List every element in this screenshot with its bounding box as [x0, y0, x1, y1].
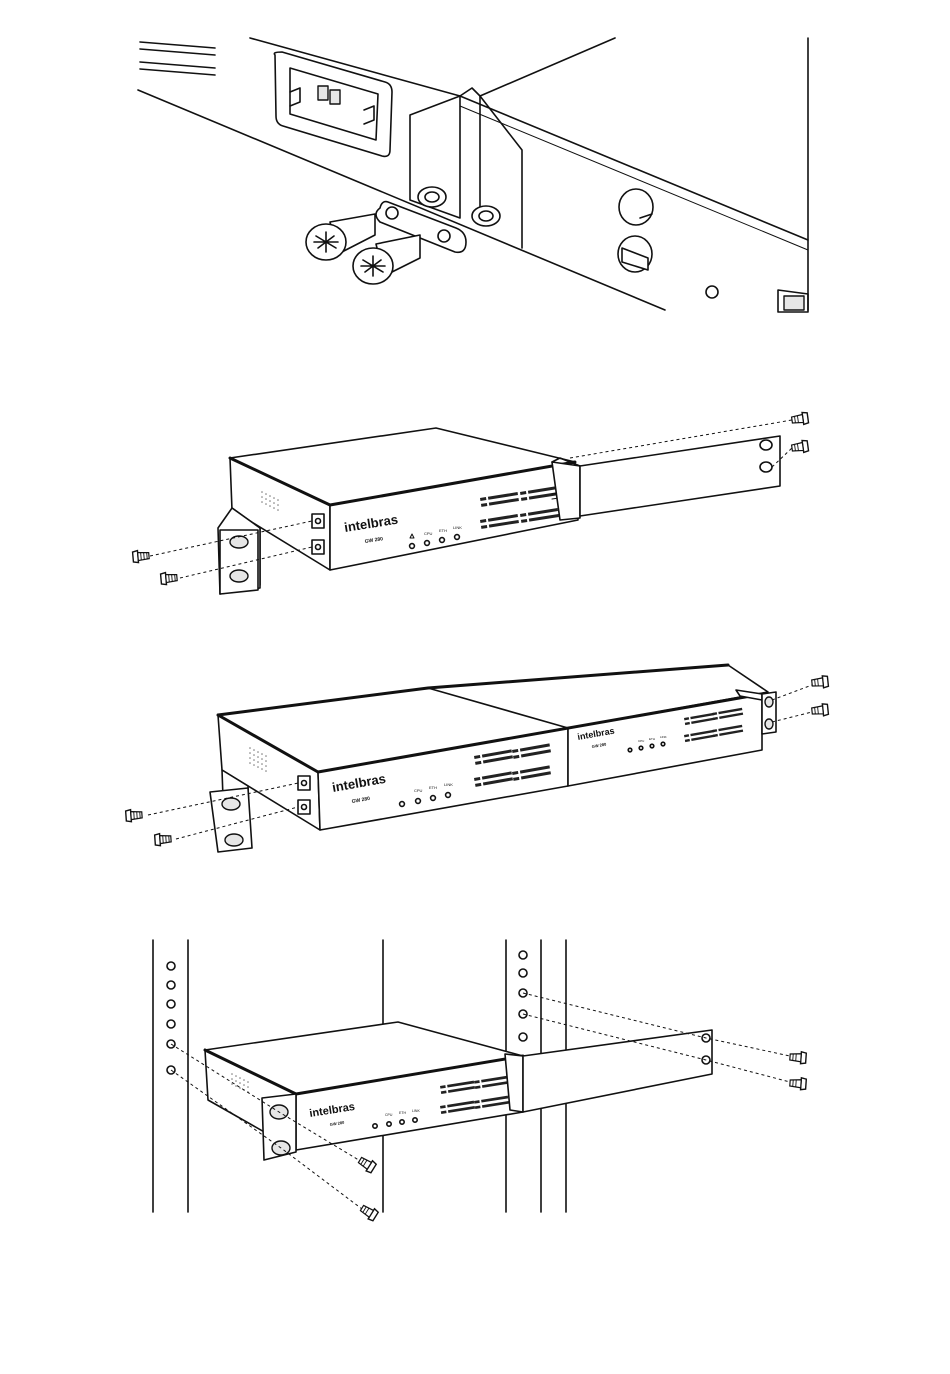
- led-cpu-4: CPU: [385, 1113, 393, 1117]
- led-link-3: LINK: [660, 735, 667, 739]
- led-eth-4: ETH: [399, 1111, 406, 1115]
- panel-dual-unit-bracket: intelbras GW 280 CPU ETH LINK intelbras …: [126, 665, 829, 852]
- panel-single-unit-bracket: intelbras GW 280 CPU ETH LINK: [132, 412, 808, 594]
- panel-feet-detail: [138, 38, 808, 312]
- led-cpu-3: CPU: [638, 739, 644, 743]
- led-eth-3: ETH: [649, 737, 655, 741]
- led-link-1: LINK: [453, 525, 462, 530]
- led-eth-2: ETH: [429, 785, 437, 790]
- led-cpu-1: CPU: [424, 531, 433, 536]
- led-eth-1: ETH: [439, 528, 447, 533]
- led-link-4: LINK: [412, 1109, 420, 1113]
- led-cpu-2: CPU: [414, 788, 423, 793]
- led-link-2: LINK: [444, 782, 453, 787]
- panel-rack-installation: intelbras GW 280 CPU ETH LINK: [153, 940, 806, 1222]
